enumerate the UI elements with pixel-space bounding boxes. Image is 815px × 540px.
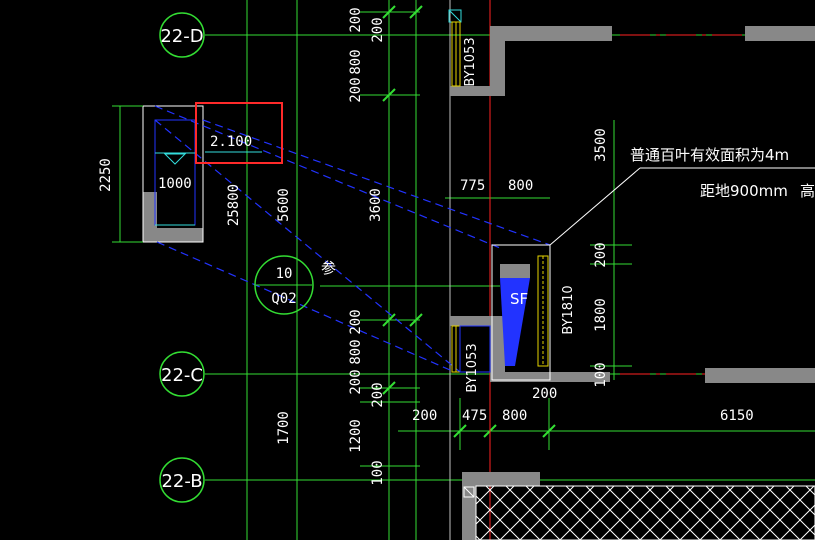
col-dim-8: 200 xyxy=(370,382,386,407)
axis-bubble-22b[interactable]: 22-B xyxy=(159,457,205,503)
section-ref-char: 参 xyxy=(321,259,336,277)
bottom-dim-200-left: 200 xyxy=(412,408,437,424)
dim-5600: 5600 xyxy=(276,188,292,222)
annotation-line2: 距地900mm xyxy=(700,182,788,200)
col-dim-5: 200 xyxy=(348,309,364,334)
bottom-dim-200-right: 200 xyxy=(532,386,557,402)
annotation-leader xyxy=(549,167,641,246)
col-dim-2: 200 xyxy=(370,17,386,42)
axis-label-22b: 22-B xyxy=(161,471,202,492)
hatched-floor-area xyxy=(475,485,815,540)
dim-3600: 3600 xyxy=(368,188,384,222)
bottom-dim-475: 475 xyxy=(462,408,487,424)
axis-label-22c: 22-C xyxy=(161,365,203,386)
section-sheet: Q02 xyxy=(271,291,296,307)
window-top xyxy=(448,9,462,87)
dim-height-2250: 2250 xyxy=(98,158,114,192)
section-mark[interactable]: 10 Q02 参 xyxy=(254,255,336,315)
col-dim-6: 800 xyxy=(348,339,364,364)
dim-800-top: 800 xyxy=(508,178,533,194)
highlight-box[interactable] xyxy=(195,102,283,164)
dim-width-1000: 1000 xyxy=(158,176,192,192)
window-tag-right: BY1810 xyxy=(561,285,576,334)
red-axis-lines xyxy=(489,0,815,540)
section-number: 10 xyxy=(276,266,293,282)
axis-bubble-22c[interactable]: 22-C xyxy=(159,351,205,397)
vertical-grid-lines xyxy=(246,0,615,540)
dim-100-right: 100 xyxy=(593,362,609,387)
col-dim-3: 800 xyxy=(348,49,364,74)
axis-bubble-22d[interactable]: 22-D xyxy=(159,12,205,58)
small-marker-cross xyxy=(463,486,475,498)
dim-200-right: 200 xyxy=(593,242,609,267)
bottom-dim-6150: 6150 xyxy=(720,408,754,424)
elevation-label: 2.100 xyxy=(210,134,252,150)
col-dim-4: 200 xyxy=(348,77,364,102)
dim-1800: 1800 xyxy=(593,298,609,332)
bottom-dim-800: 800 xyxy=(502,408,527,424)
small-marker-box xyxy=(463,486,475,498)
annotation-line1: 普通百叶有效面积为4m xyxy=(630,146,789,164)
dim-1700: 1700 xyxy=(276,411,292,445)
window-tag-top: BY1053 xyxy=(463,37,478,86)
window-tag-mid: BY1053 xyxy=(465,343,480,392)
dim-3500: 3500 xyxy=(593,128,609,162)
axis-label-22d: 22-D xyxy=(160,26,203,47)
col-dim-9: 1200 xyxy=(348,419,364,453)
annotation-line3-partial: 高 xyxy=(800,182,815,200)
window-mid xyxy=(451,325,491,373)
dim-25800: 25800 xyxy=(226,184,242,226)
window-right xyxy=(491,244,551,381)
col-dim-7: 200 xyxy=(348,369,364,394)
col-dim-1: 200 xyxy=(348,7,364,32)
dimension-ticks xyxy=(382,5,556,438)
col-dim-10: 100 xyxy=(370,460,386,485)
left-section-detail xyxy=(112,105,204,243)
dim-775: 775 xyxy=(460,178,485,194)
sf-tag: SF xyxy=(510,290,528,308)
